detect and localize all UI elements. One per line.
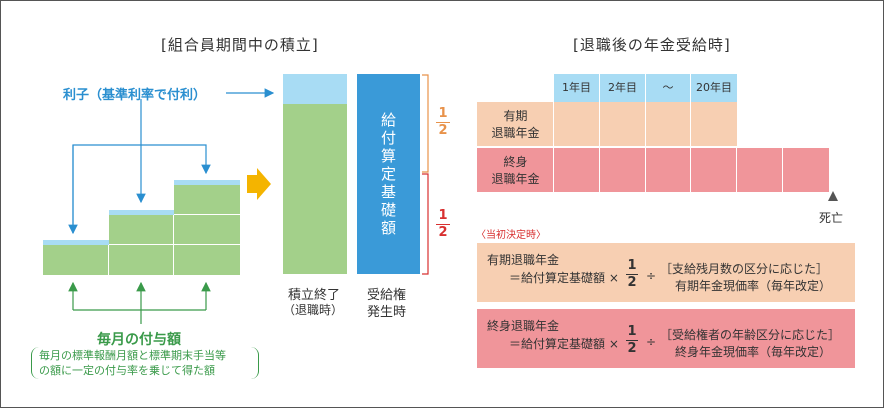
formula2-den: 2 [627, 341, 637, 356]
header-year-2: 2年目 [600, 74, 646, 102]
fixed-term-cell [646, 102, 691, 146]
half-bottom-num: 1 [438, 208, 448, 223]
monthly-grant-sub-1: 毎月の標準報酬月額と標準期末手当等 [39, 349, 226, 362]
base-amount-block: 給付算定基礎額 [357, 74, 420, 274]
step3-block-bottom [174, 245, 240, 275]
lifetime-label-cell [477, 148, 554, 192]
monthly-grant-parens [31, 347, 259, 379]
header-year-20: 20年目 [691, 74, 737, 102]
interest-label: 利子（基準利率で付利） [63, 88, 207, 103]
formula2-div: ÷ [646, 335, 657, 349]
lifetime-cell [554, 148, 600, 192]
formula1-fraction: 1 2 [626, 259, 638, 290]
formula2-title: 終身退職年金 [487, 319, 560, 333]
formula1-rhs-2: 有期年金現価率（毎年改定） [675, 279, 832, 293]
half-top-num: 1 [438, 106, 448, 121]
formula1-den: 2 [627, 275, 637, 290]
formula2-rhs-1: ［受給権者の年齢区分に応じた］ [660, 328, 841, 342]
half-top: 1 2 [436, 107, 450, 138]
fixed-term-formula-box: 有期退職年金 ＝給付算定基礎額 × 1 2 ÷ ［支給残月数の区分に応じた］ 有… [477, 243, 855, 302]
formula1-num: 1 [627, 258, 637, 273]
formula1-lhs: ＝給付算定基礎額 × [509, 271, 619, 285]
half-bottom: 1 2 [436, 209, 450, 240]
step1-block [43, 245, 109, 275]
formula2-num: 1 [627, 324, 637, 339]
left-section-title: [組合員期間中の積立] [161, 36, 319, 54]
half-top-den: 2 [438, 123, 448, 138]
step3-block-top [174, 185, 240, 215]
monthly-grant-label: 毎月の付与額 [97, 332, 181, 348]
step2-interest [109, 210, 174, 215]
accum-end-label: 積立終了 [288, 288, 341, 303]
header-tilde: ～ [646, 74, 691, 102]
lifetime-label-2: 退職年金 [491, 172, 540, 186]
step3-block-mid [174, 215, 240, 245]
step2-block-bottom [109, 245, 174, 275]
lifetime-cell [646, 148, 691, 192]
formula1-rhs-1: ［支給残月数の区分に応じた］ [660, 262, 829, 276]
formula2-fraction: 1 2 [626, 325, 638, 356]
lifetime-row [477, 148, 829, 192]
monthly-grant-sub-2: の額に一定の付与率を乗じて得た額 [39, 364, 215, 377]
lifetime-label-1: 終身 [503, 155, 528, 169]
lifetime-cell [691, 148, 737, 192]
right-section-title: [退職後の年金受給時] [573, 36, 731, 54]
fixed-term-label-1: 有期 [503, 109, 528, 123]
fixed-term-cell [600, 102, 646, 146]
step3-interest [174, 180, 240, 185]
accum-principal-block [283, 104, 347, 274]
base-amount-label: 給付算定基礎額 [379, 112, 397, 238]
entitlement-label-1: 受給権 [367, 288, 407, 303]
initial-decision-note: 〈当初決定時〉 [476, 230, 546, 241]
death-label: 死亡 [819, 211, 844, 225]
formula1-title: 有期退職年金 [487, 253, 560, 267]
header-year-1: 1年目 [554, 74, 600, 102]
step1-interest [43, 240, 109, 245]
step2-block-top [109, 215, 174, 245]
fixed-term-row [477, 102, 737, 146]
fixed-term-label-2: 退職年金 [491, 126, 540, 140]
lifetime-formula-box: 終身退職年金 ＝給付算定基礎額 × 1 2 ÷ ［受給権者の年齢区分に応じた］ … [477, 309, 855, 368]
accum-end-sub: （退職時） [283, 303, 344, 317]
lifetime-cell [737, 148, 783, 192]
fixed-term-label-cell [477, 102, 554, 146]
accum-interest-block [283, 74, 347, 104]
formula1-div: ÷ [646, 269, 657, 283]
formula2-rhs-2: 終身年金現価率（毎年改定） [675, 345, 832, 359]
half-bottom-den: 2 [438, 225, 448, 240]
formula2-lhs: ＝給付算定基礎額 × [509, 337, 619, 351]
lifetime-cell [600, 148, 646, 192]
entitlement-label-2: 発生時 [367, 305, 407, 320]
fixed-term-cell [554, 102, 600, 146]
